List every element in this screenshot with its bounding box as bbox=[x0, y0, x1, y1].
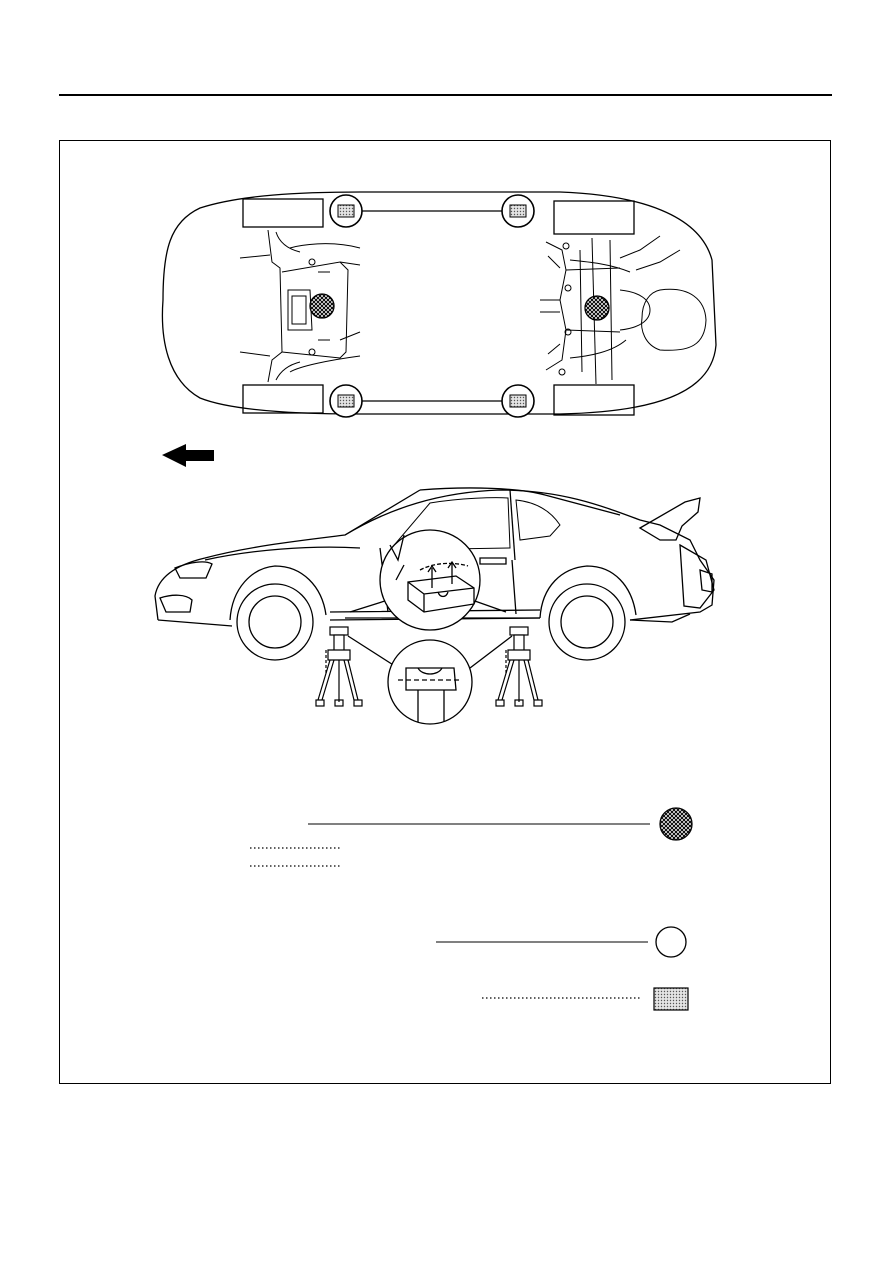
front-right-wheel bbox=[242, 384, 324, 414]
rear-spoiler bbox=[638, 497, 701, 541]
jack-stand-rear bbox=[495, 626, 543, 707]
legend-jack-point-row bbox=[250, 807, 693, 867]
dotted-square-icon bbox=[653, 987, 689, 1011]
front-jack-point bbox=[309, 293, 335, 319]
header-rule bbox=[59, 94, 832, 96]
rear-right-wheel bbox=[553, 384, 635, 416]
legend-support-point-row bbox=[436, 926, 687, 958]
underbody-top-view bbox=[161, 191, 717, 418]
open-circle-icon bbox=[655, 926, 687, 958]
side-lift-pads bbox=[329, 194, 535, 418]
front-subframe bbox=[239, 229, 361, 383]
rear-left-wheel bbox=[553, 200, 635, 235]
body-outline bbox=[161, 191, 717, 415]
crosshatched-circle-icon bbox=[659, 807, 693, 841]
arrow-left-icon bbox=[162, 444, 214, 467]
front-wheel-side bbox=[229, 565, 327, 661]
diagram-frame bbox=[59, 140, 831, 1084]
legend bbox=[250, 807, 693, 1011]
pad-detail-callout-upper bbox=[349, 529, 507, 631]
front-left-wheel bbox=[242, 198, 324, 228]
rear-suspension bbox=[540, 235, 707, 385]
jack-stand-front bbox=[315, 626, 363, 707]
pad-detail-callout-lower bbox=[347, 635, 513, 725]
car-side-view bbox=[154, 487, 715, 725]
car-body-outline bbox=[154, 489, 715, 621]
legend-pad-row bbox=[482, 987, 689, 1011]
rear-jack-point bbox=[584, 295, 610, 321]
rear-wheel-side bbox=[539, 565, 637, 661]
